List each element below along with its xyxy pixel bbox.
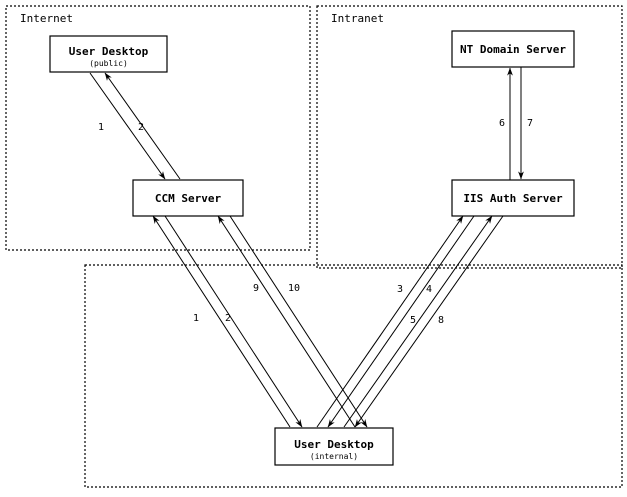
edge-label-2-internal: 2	[225, 313, 231, 324]
flow-group-iis-nt: 6 7	[499, 67, 533, 180]
flow-line-2-public	[104, 72, 181, 180]
node-title-user-desktop-internal: User Desktop	[294, 438, 374, 451]
zone-box-internet	[5, 5, 311, 251]
edge-label-2-public: 2	[138, 122, 144, 133]
node-title-iis-auth-server: IIS Auth Server	[463, 192, 563, 205]
flow-line-1-internal	[152, 215, 291, 428]
node-box-user-desktop-public[interactable]	[49, 35, 168, 73]
flow-line-3	[316, 215, 464, 428]
flow-line-2-internal	[164, 215, 303, 428]
edge-label-8b: 8	[438, 315, 444, 326]
edge-label-8: 7	[527, 118, 533, 129]
node-subtitle-user-desktop-public: (public)	[89, 59, 128, 68]
node-iis-auth-server[interactable]: IIS Auth Server	[451, 179, 575, 217]
flow-line-1-public	[89, 72, 166, 180]
zone-box-intranet	[316, 5, 623, 269]
edge-label-9: 9	[253, 283, 259, 294]
flow-line-8	[354, 215, 504, 428]
zone-label-intranet: Intranet	[331, 12, 384, 25]
node-box-nt-domain-server[interactable]	[451, 30, 575, 68]
edge-label-6: 6	[499, 118, 505, 129]
edge-label-1-internal: 1	[193, 313, 199, 324]
flow-line-5	[343, 215, 493, 428]
edge-label-10: 10	[288, 283, 300, 294]
node-box-ccm-server[interactable]	[132, 179, 244, 217]
flow-line-4	[327, 215, 475, 428]
edge-label-1-public: 1	[98, 122, 104, 133]
node-title-nt-domain-server: NT Domain Server	[460, 43, 566, 56]
node-nt-domain-server[interactable]: NT Domain Server	[451, 30, 575, 68]
node-subtitle-user-desktop-internal: (internal)	[310, 452, 358, 461]
node-box-iis-auth-server[interactable]	[451, 179, 575, 217]
zone-box-internal	[84, 264, 623, 488]
flow-group-ccm-internal-right: 9 10	[217, 215, 368, 428]
node-ccm-server[interactable]: CCM Server	[132, 179, 244, 217]
node-user-desktop-public[interactable]: User Desktop (public)	[49, 35, 168, 73]
node-box-user-desktop-internal[interactable]	[274, 427, 394, 466]
flow-group-iis-internal-outer: 5 8	[343, 215, 504, 428]
edge-label-4: 4	[426, 284, 432, 295]
edge-label-3: 3	[397, 284, 403, 295]
node-title-ccm-server: CCM Server	[155, 192, 222, 205]
flow-line-9	[217, 215, 356, 428]
flow-group-public-ccm: 1 2	[89, 72, 181, 180]
edge-label-5: 5	[410, 315, 416, 326]
flow-group-ccm-internal-left: 1 2	[152, 215, 303, 428]
node-title-user-desktop-public: User Desktop	[69, 45, 149, 58]
flow-group-iis-internal-inner: 3 4	[316, 215, 475, 428]
flow-line-10	[229, 215, 368, 428]
node-user-desktop-internal[interactable]: User Desktop (internal)	[274, 427, 394, 466]
zone-label-internet: Internet	[20, 12, 73, 25]
